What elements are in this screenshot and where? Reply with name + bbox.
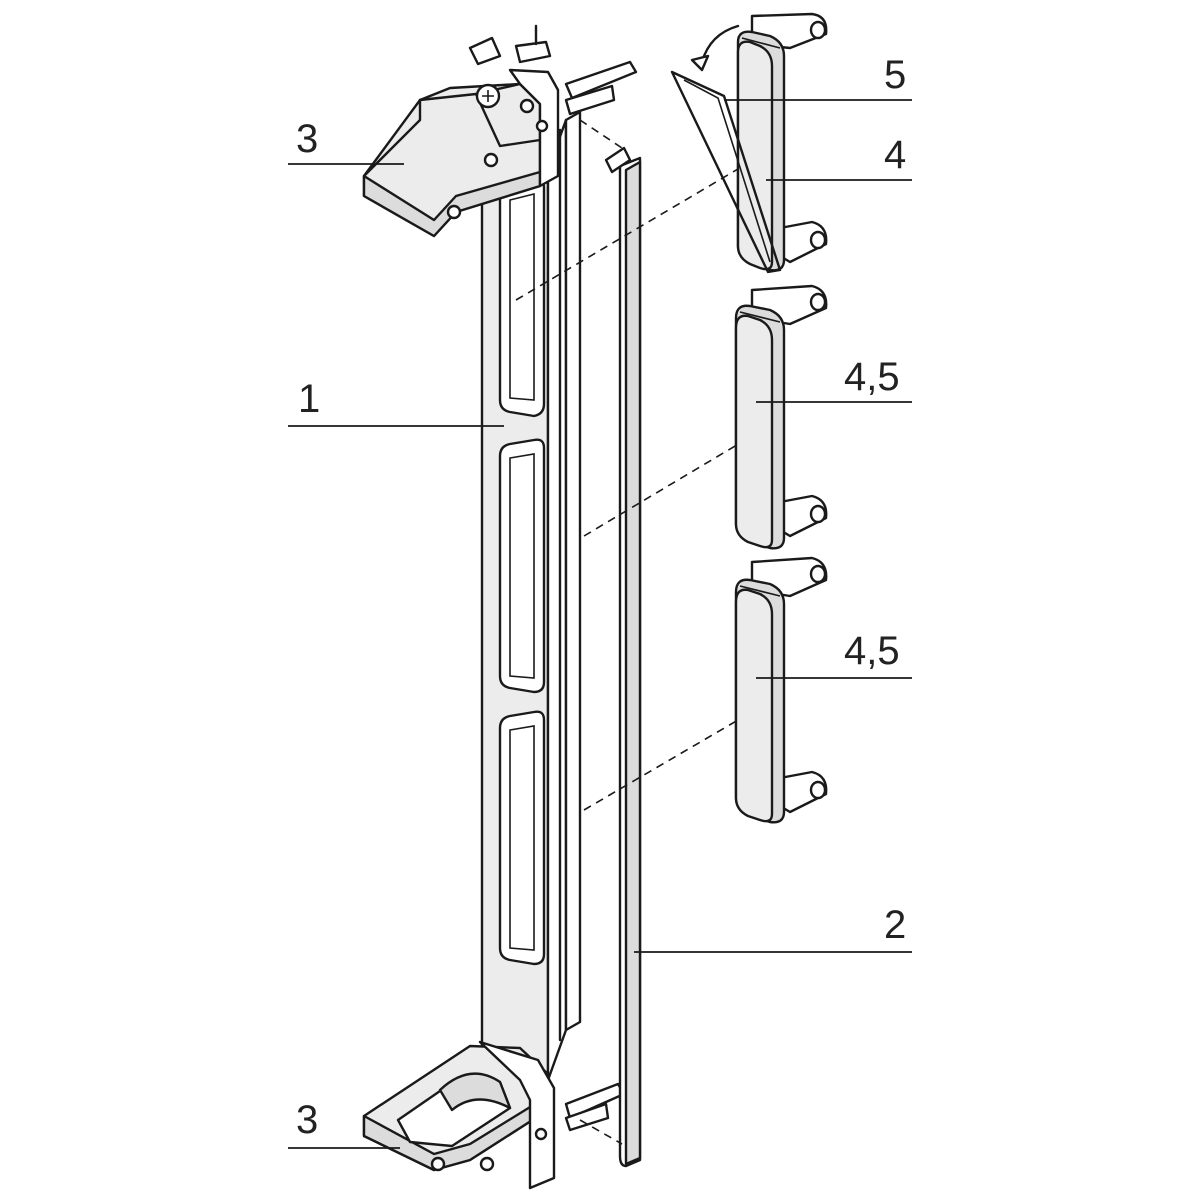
side-rail (604, 146, 642, 1168)
callout-rail: 2 (884, 903, 906, 947)
top-cover-with-clip (670, 12, 828, 274)
frame-window-1 (498, 178, 546, 418)
callout-handle-top: 3 (296, 117, 318, 161)
leader-lines (288, 99, 912, 1149)
middle-cover (734, 284, 828, 550)
bottom-cover (734, 556, 828, 824)
bottom-handle (362, 1040, 626, 1190)
top-handle (362, 24, 638, 238)
frame-window-3 (498, 710, 546, 966)
callout-cover-middle: 4,5 (844, 355, 900, 399)
callout-labels: 3 1 3 5 4 4,5 4,5 2 (296, 53, 906, 1142)
front-frame (480, 110, 582, 1102)
callout-frame: 1 (298, 377, 320, 421)
callout-handle-bottom: 3 (296, 1098, 318, 1142)
callout-clip-top: 5 (884, 53, 906, 97)
callout-cover-top: 4 (884, 133, 906, 177)
callout-cover-bottom: 4,5 (844, 629, 900, 673)
assembly-guide-lines (515, 119, 763, 1145)
frame-window-2 (498, 438, 546, 694)
